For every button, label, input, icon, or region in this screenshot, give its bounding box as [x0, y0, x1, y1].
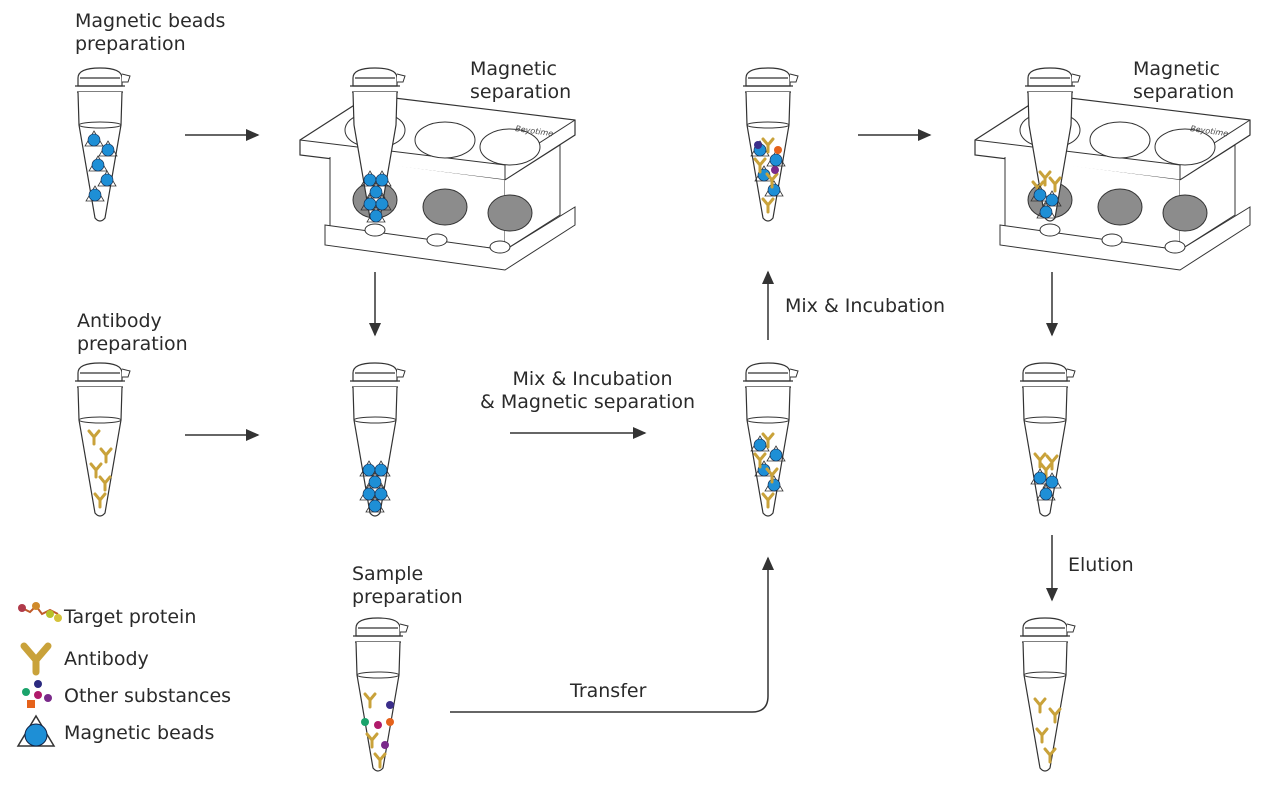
legend-other-substances: Other substances: [64, 685, 232, 707]
tube-eluate: [1020, 617, 1076, 772]
target-protein-icon: [18, 602, 62, 622]
arrow-transfer: [450, 556, 774, 713]
label-mix-incubation: Mix & Incubation: [785, 295, 946, 317]
magnetic-rack-1-tube: [350, 67, 406, 223]
label-elution: Elution: [1068, 554, 1134, 576]
magnetic-bead-icon: [16, 714, 56, 747]
tube-sample-prep: [353, 617, 409, 772]
tube-mixed: [743, 67, 799, 222]
tube-pellet: [1020, 362, 1076, 517]
legend-target-protein: Target protein: [64, 606, 197, 628]
legend-antibody: Antibody: [64, 648, 149, 670]
tube-antibody-prep: [75, 362, 131, 517]
other-substances-icon: [22, 680, 52, 708]
label-transfer: Transfer: [570, 680, 647, 702]
magnetic-rack-2-tube: [1025, 67, 1081, 222]
label-mix-incubation-separation: Mix & Incubation& Magnetic separation: [480, 368, 696, 413]
antibody-icon: [20, 642, 52, 676]
magnetic-rack-1: Beyotime: [299, 67, 576, 271]
tube-beads-prep: [75, 67, 131, 222]
legend-magnetic-beads: Magnetic beads: [64, 722, 215, 744]
tube-antibody-bead: [350, 362, 406, 517]
tube-bound: [743, 362, 799, 517]
magnetic-rack-2: Beyotime: [974, 67, 1251, 271]
